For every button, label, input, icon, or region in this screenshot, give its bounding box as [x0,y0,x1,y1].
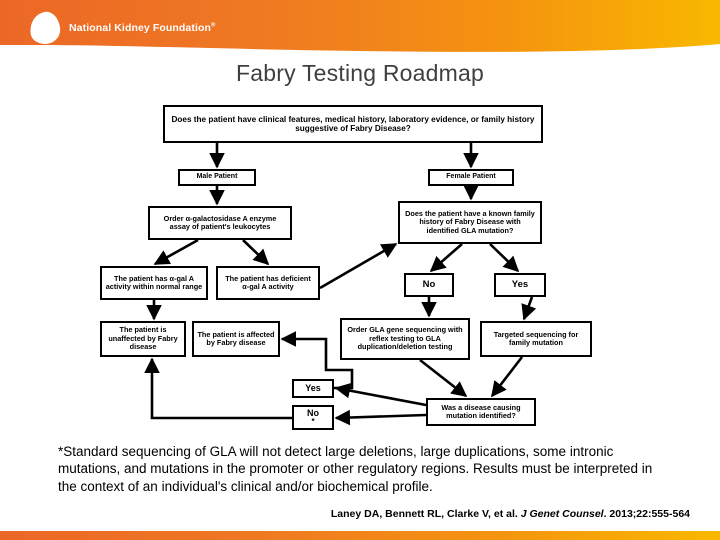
node-family-history-no[interactable]: No [404,273,454,297]
connector-enzyme-to-deficient [242,239,270,266]
node-targeted-sequencing[interactable]: Targeted sequencing for family mutation [480,321,592,357]
connector-question-to-no2 [334,409,427,426]
footnote-text: *Standard sequencing of GLA will not det… [58,444,653,494]
node-order-gla-sequencing[interactable]: Order GLA gene sequencing with reflex te… [340,318,470,360]
citation-authors: Laney DA, Bennett RL, Clarke V, et al. [330,508,521,520]
footer-gradient-bar [0,531,720,540]
citation-details: . 2013;22:555-564 [603,508,690,520]
citation: Laney DA, Bennett RL, Clarke V, et al. J… [0,508,690,520]
connector-question-to-yes2 [334,382,427,407]
nkf-logo: National Kidney Foundation® [27,10,216,46]
header-banner-shape [0,0,720,52]
registered-mark: ® [211,22,216,29]
node-family-history-yes[interactable]: Yes [494,273,546,297]
connector-fh-to-no [429,243,463,273]
connector-targeted-to-question [490,356,524,398]
logo-text: National Kidney Foundation® [69,22,216,34]
node-female-patient[interactable]: Female Patient [428,169,514,186]
node-activity-deficient[interactable]: The patient has deficient α-gal A activi… [216,266,320,300]
connector-enzyme-to-normal [153,238,199,266]
node-mutation-yes[interactable]: Yes [292,379,334,398]
org-name: National Kidney Foundation [69,22,212,34]
connector-no2-to-unaffected [144,357,292,420]
node-order-enzyme-assay[interactable]: Order α-galactosidase A enzyme assay of … [148,206,292,240]
node-patient-affected[interactable]: The patient is affected by Fabry disease [192,321,280,357]
connector-ordergla-to-question [419,358,468,398]
node-patient-unaffected[interactable]: The patient is unaffected by Fabry disea… [100,321,186,357]
connector-fh-to-yes [489,243,520,273]
node-known-family-history[interactable]: Does the patient have a known family his… [398,201,542,244]
node-disease-causing-question[interactable]: Was a disease causing mutation identifie… [426,398,536,426]
node-mutation-no-label: No [307,408,319,418]
node-root-question[interactable]: Does the patient have clinical features,… [163,105,543,143]
node-mutation-no[interactable]: No * [292,405,334,430]
node-mutation-no-stack: No * [307,409,319,426]
connector-yes-to-targeted [521,296,537,321]
header-banner: National Kidney Foundation® [0,0,720,62]
connector-deficient-to-fh [319,242,398,290]
node-activity-normal[interactable]: The patient has α-gal A activity within … [100,266,208,300]
citation-journal: J Genet Counsel [520,508,604,520]
node-male-patient[interactable]: Male Patient [178,169,256,186]
footnote-asterisk: * [311,417,315,426]
page-title: Fabry Testing Roadmap [236,60,484,86]
